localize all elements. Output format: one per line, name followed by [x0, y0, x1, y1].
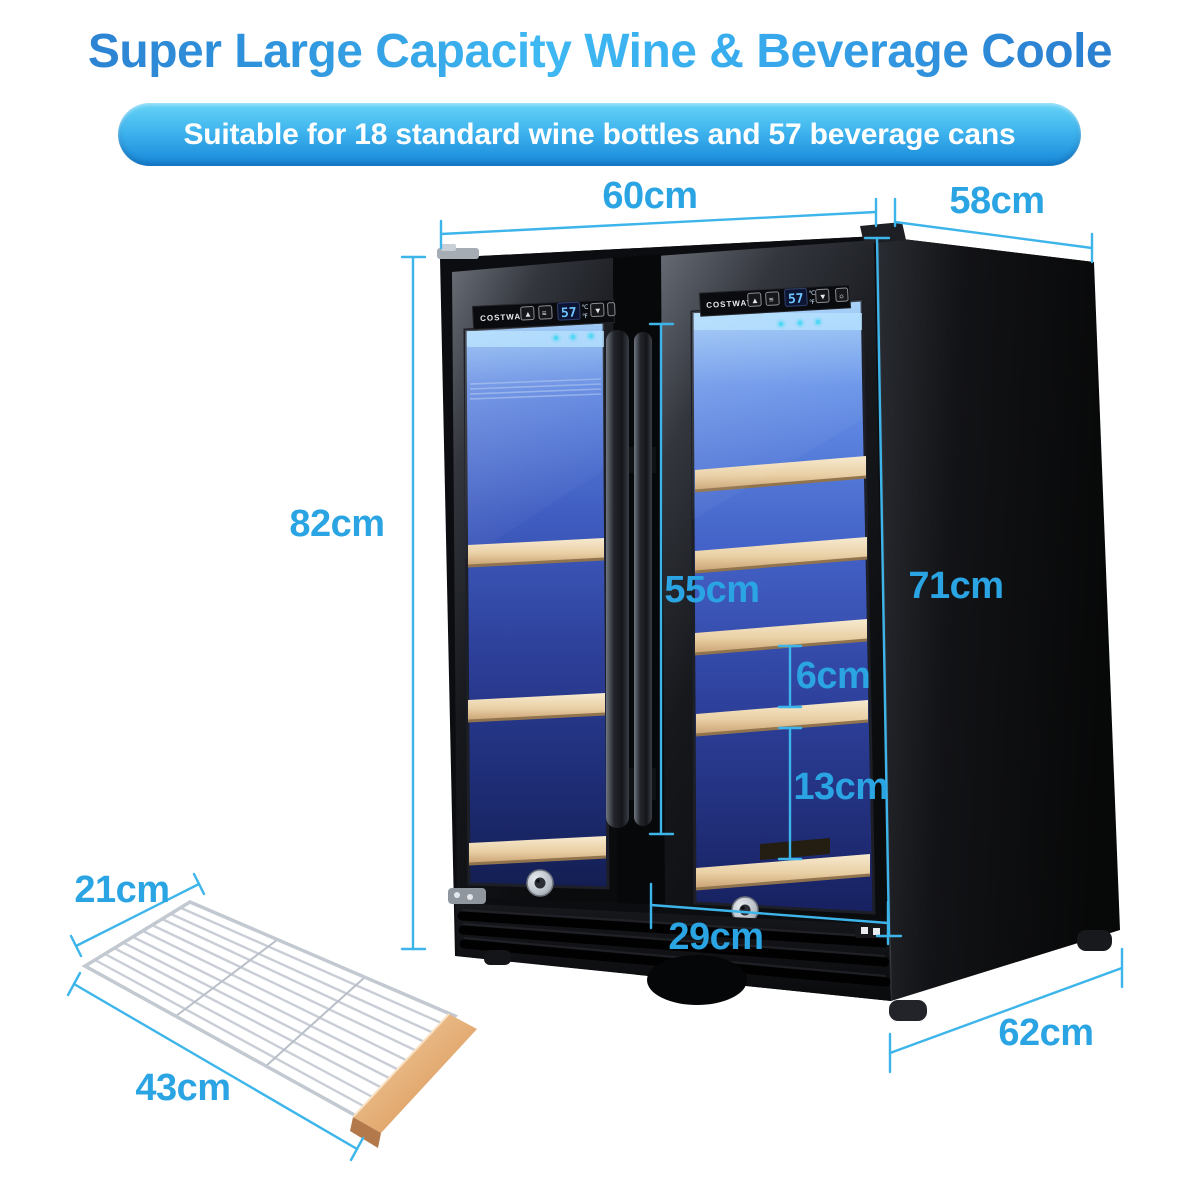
shelf-cross-wires	[175, 939, 366, 1067]
celsius-label-left: ℃	[582, 305, 589, 311]
temp-up-button-right	[747, 292, 762, 307]
foot-front-left	[484, 950, 511, 965]
up-arrow-icon: ▲	[524, 310, 532, 319]
page-title: Super Large Capacity Wine & Beverage Coo…	[0, 24, 1200, 79]
hinge-bolt-2	[467, 894, 473, 900]
light-button-right	[835, 287, 849, 302]
temp-value-left: 57	[561, 305, 577, 321]
dim-top-width-label: 60cm	[602, 175, 698, 217]
dim-shelf-gap-small-label: 6cm	[795, 655, 871, 697]
fahrenheit-label-left: ℉	[582, 314, 588, 320]
right-door-shelves	[694, 456, 871, 891]
shelf-wood-handle	[353, 1014, 477, 1133]
hinge-bolt-3	[861, 927, 868, 934]
right-control-panel: COSTWAY ▲ ≡ 57 ℃ ℉ ▼ ☼	[698, 284, 852, 317]
celsius-label-right: ℃	[809, 291, 816, 297]
dim-base-depth-label: 62cm	[998, 1012, 1094, 1054]
temp-display-right	[784, 287, 808, 307]
subtitle-text: Suitable for 18 standard wine bottles an…	[183, 117, 1016, 151]
foot-back-right	[1077, 930, 1112, 951]
foot-front-right	[889, 1000, 927, 1021]
left-door-lock	[526, 869, 554, 897]
dim-overall-height-label: 82cm	[289, 503, 385, 545]
left-control-panel: COSTWAY ▲ ≡ 57 ℃ ℉ ▼	[471, 299, 616, 330]
wine-cooler: COSTWAY ▲ ≡ 57 ℃ ℉ ▼ COSTWA	[437, 222, 1120, 1021]
right-glass-reflection	[692, 300, 862, 520]
led-dots-right	[776, 317, 823, 329]
temp-value-right: 57	[788, 291, 804, 307]
hinge-bolt-1	[454, 892, 460, 898]
dim-door-width-label: 29cm	[668, 916, 764, 958]
hinge-top-left-cap	[441, 244, 456, 251]
dim-body-height-label: 71cm	[908, 565, 1004, 607]
temp-down-button-right	[815, 288, 830, 304]
subtitle-banner: Suitable for 18 standard wine bottles an…	[118, 103, 1081, 166]
vent-slat-highlights	[461, 909, 887, 977]
menu-icon-right: ≡	[769, 295, 774, 304]
hinge-bottom-left	[448, 888, 486, 904]
light-icon: ☼	[838, 291, 846, 300]
wire-shelf-accessory	[81, 900, 477, 1148]
dim-shelf-gap-large-label: 13cm	[793, 766, 889, 808]
dim-top-depth-label: 58cm	[949, 180, 1045, 222]
left-glass-reflection	[465, 322, 604, 560]
brand-logo-right: COSTWAY	[706, 298, 753, 310]
menu-icon: ≡	[542, 309, 547, 318]
down-arrow-icon-right: ▼	[819, 292, 827, 301]
dim-glass-height-label: 55cm	[664, 569, 760, 611]
left-door-shelves	[467, 538, 607, 866]
dimension-lines	[66, 197, 1124, 1162]
temp-up-button-left	[520, 306, 535, 321]
down-arrow-icon: ▼	[594, 306, 602, 315]
temp-display-left	[557, 301, 581, 321]
left-door-handle	[606, 330, 629, 828]
led-dots-left	[551, 331, 596, 343]
fahrenheit-label-right: ℉	[809, 300, 815, 306]
compressor-bulge	[647, 955, 747, 1005]
hinge-bolt-4	[873, 928, 880, 935]
menu-button-left	[538, 305, 553, 320]
dim-rack-depth-label: 21cm	[74, 869, 170, 911]
temp-down-button-left	[590, 302, 605, 318]
shelf-wires	[94, 900, 456, 1111]
dim-rack-width-label: 43cm	[135, 1067, 231, 1109]
wood-highlight	[352, 1013, 450, 1118]
brand-logo-left: COSTWAY	[480, 312, 527, 323]
menu-button-right	[765, 291, 780, 306]
shelf-wood-handle-edge	[350, 1117, 381, 1148]
light-button-left	[607, 302, 616, 317]
right-door-handle	[634, 332, 652, 826]
up-arrow-icon-right: ▲	[751, 296, 759, 305]
cooler-side-panel	[878, 236, 1120, 1001]
